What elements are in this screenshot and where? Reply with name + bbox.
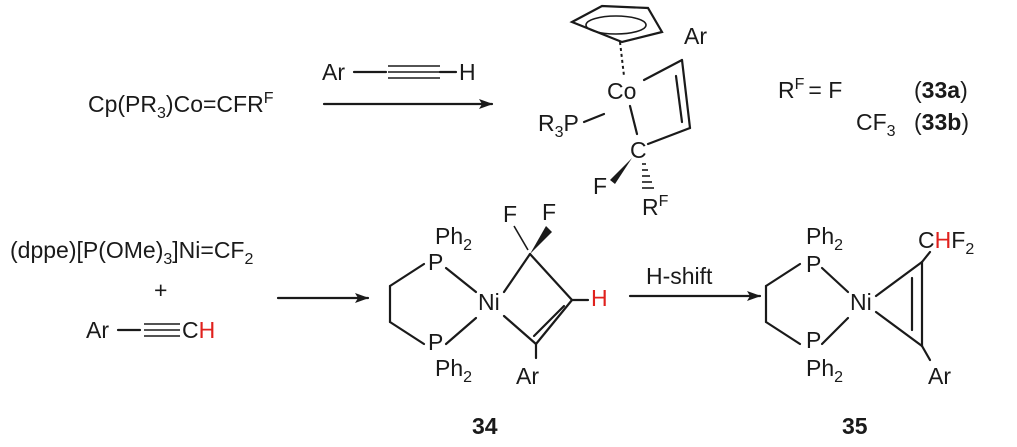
fluorine-wedge: F — [593, 173, 607, 199]
c34-f-left: F — [503, 201, 517, 227]
c35-p-top: P — [806, 251, 821, 277]
c34-ar: Ar — [516, 363, 539, 389]
compound-label-33b: (33b) — [914, 109, 969, 135]
cyclopentadienyl-ring — [569, 4, 664, 44]
rf-hashed: RF — [642, 193, 669, 220]
cobaltacyclobutene-ring — [582, 58, 692, 146]
c35-ni: Ni — [850, 289, 872, 315]
c34-bonds — [388, 225, 590, 360]
reactant-ni-carbene: (dppe)[P(OMe)3]Ni=CF2 — [10, 237, 253, 268]
c35-bonds — [764, 250, 932, 362]
c34-wedge-cf — [530, 226, 552, 254]
compound-label-33a: (33a) — [914, 77, 968, 103]
c35-ar: Ar — [928, 363, 951, 389]
reagent-ar: Ar — [322, 59, 345, 85]
reagent-h: H — [459, 59, 476, 85]
compound-number-35: 35 — [842, 413, 868, 439]
reactant-co-carbene: Cp(PR3)Co=CFRF — [88, 90, 274, 122]
compound-number-34: 34 — [472, 413, 498, 439]
plus-sign: + — [154, 277, 167, 303]
c34-p-top: P — [428, 249, 443, 275]
alkyne-ar: Ar — [86, 317, 109, 343]
c34-ph2-top: Ph2 — [435, 223, 472, 254]
cp-co-bond — [619, 41, 625, 77]
terminal-alkyne — [116, 323, 180, 337]
alkyne-ch: CH — [182, 317, 215, 343]
wedge-bond-cf — [610, 158, 632, 184]
alkyne-triple-bond — [352, 65, 458, 79]
c35-ph2-bot: Ph2 — [806, 355, 843, 386]
r3p-ligand: R3P — [538, 110, 579, 141]
ring-carbon: C — [630, 137, 647, 163]
hashed-bond-crf — [642, 163, 654, 189]
c34-ni: Ni — [478, 289, 500, 315]
cf3-option: CF3 — [856, 109, 896, 140]
rf-definition: RF= F — [778, 76, 842, 103]
product-ar-top: Ar — [684, 23, 707, 49]
c34-p-bot: P — [428, 329, 443, 355]
c35-chf2: CHF2 — [918, 227, 974, 258]
h-shift-label: H-shift — [646, 263, 713, 289]
c34-h: H — [591, 285, 608, 311]
cobalt-label: Co — [607, 78, 636, 104]
c35-ph2-top: Ph2 — [806, 223, 843, 254]
c34-ph2-bot: Ph2 — [435, 355, 472, 386]
c35-p-bot: P — [806, 327, 821, 353]
c34-f-right: F — [542, 199, 556, 225]
